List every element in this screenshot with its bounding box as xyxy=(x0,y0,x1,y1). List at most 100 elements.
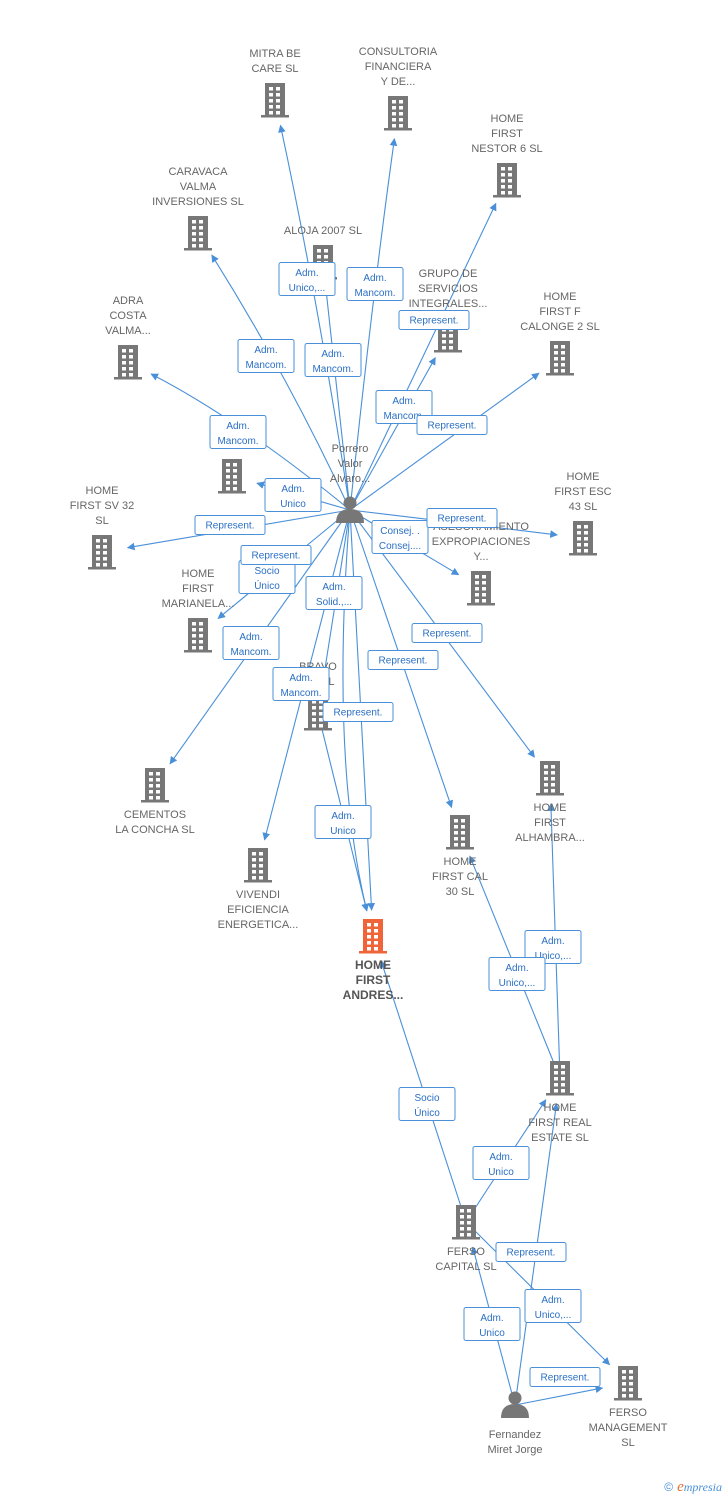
relation-badge-label: Represent. xyxy=(428,421,477,432)
relation-badge-label: Represent. xyxy=(410,316,459,327)
relation-badge[interactable]: Adm.Mancom. xyxy=(222,626,280,660)
node-vivendi-label: VIVENDI xyxy=(236,889,280,901)
relation-badge[interactable]: Adm.Mancom. xyxy=(304,343,362,377)
relation-badge-label: Adm. xyxy=(363,273,386,284)
relation-badge[interactable]: Adm.Unico xyxy=(314,805,372,839)
relation-badge[interactable]: Adm.Unico,... xyxy=(524,1289,582,1323)
node-nestor-label: NESTOR 6 SL xyxy=(471,143,542,155)
relation-badge-label: Mancom. xyxy=(217,436,258,447)
relation-badge-label: Adm. xyxy=(489,1152,512,1163)
node-calonge-label: FIRST F xyxy=(539,306,581,318)
building-icon xyxy=(546,1061,574,1096)
relation-badge-label: Mancom. xyxy=(280,688,321,699)
copyright-symbol: © xyxy=(664,1480,674,1494)
relation-badge-label: Unico,... xyxy=(289,283,326,294)
node-calonge[interactable]: HOME FIRST F CALONGE 2 SL xyxy=(520,291,600,376)
relation-badge-label: Unico xyxy=(479,1328,505,1339)
node-nestor-label: HOME xyxy=(491,113,524,125)
relation-badge[interactable]: Consej. . Consej.... xyxy=(371,520,429,554)
node-marianela-label: MARIANELA... xyxy=(162,598,235,610)
relation-badge-label: Adm. xyxy=(254,345,277,356)
node-calonge-label: CALONGE 2 SL xyxy=(520,321,599,333)
relation-badge-label: Mancom. xyxy=(230,647,271,658)
building-icon xyxy=(452,1205,480,1240)
empresia-brand[interactable]: ©empresia xyxy=(664,1479,722,1496)
building-icon xyxy=(536,761,564,796)
node-fernandez-label: Fernandez xyxy=(489,1429,542,1441)
building-icon xyxy=(114,345,142,380)
relation-badge[interactable]: Adm.Mancom. xyxy=(209,415,267,449)
relation-badge-label: Adm. xyxy=(480,1313,503,1324)
relation-badge[interactable]: Represent. xyxy=(529,1367,601,1387)
relation-badge-label: Consej.... xyxy=(379,541,421,552)
node-porrero[interactable]: PorreroValorAlvaro... xyxy=(330,443,370,523)
building-icon xyxy=(141,768,169,803)
relation-badge[interactable]: Represent. xyxy=(194,515,266,535)
relation-badge[interactable]: Represent. xyxy=(495,1242,567,1262)
relation-badge-label: Solid.,... xyxy=(316,597,352,608)
relation-badge-label: Consej. . xyxy=(380,526,419,537)
relation-badge-label: Socio xyxy=(414,1093,439,1104)
relation-badge[interactable]: Represent. xyxy=(367,650,439,670)
relation-badge-label: Unico xyxy=(280,499,306,510)
relation-badge-label: Mancom. xyxy=(383,411,424,422)
relation-badge[interactable]: Adm.Mancom. xyxy=(272,667,330,701)
node-adra-label: VALMA... xyxy=(105,325,151,337)
relation-badge[interactable]: Adm. Unico xyxy=(463,1307,521,1341)
node-caravaca-label: CARAVACA xyxy=(169,166,229,178)
node-adra[interactable]: ADRACOSTAVALMA... xyxy=(105,295,151,380)
building-icon xyxy=(359,919,387,954)
node-andres[interactable]: HOMEFIRSTANDRES... xyxy=(343,919,404,1002)
node-esc43-label: 43 SL xyxy=(569,501,598,513)
node-consultoria-label: Y DE... xyxy=(381,76,416,88)
building-icon xyxy=(384,96,412,131)
relation-badge[interactable]: Represent. xyxy=(398,310,470,330)
relation-badge[interactable]: Adm.Unico,... xyxy=(524,930,582,964)
relation-badge[interactable]: Adm. Solid.,... xyxy=(305,576,363,610)
relation-badge[interactable]: Adm.Unico xyxy=(264,478,322,512)
node-realestate-label: HOME xyxy=(544,1102,577,1114)
node-mitra-label: MITRA BE xyxy=(249,48,300,60)
node-alhambra[interactable]: HOMEFIRSTALHAMBRA... xyxy=(515,761,585,844)
relation-badge-label: Adm. xyxy=(505,963,528,974)
node-asesoramiento[interactable]: ASESORAMIENTOEXPROPIACIONESY... xyxy=(432,521,530,606)
relation-badge[interactable]: Adm.Mancom. xyxy=(346,267,404,301)
node-marianela-label: FIRST xyxy=(182,583,214,595)
relation-badge[interactable]: Adm.Unico xyxy=(472,1146,530,1180)
relation-badge-label: Represent. xyxy=(334,708,383,719)
relation-badge-label: Unico,... xyxy=(499,978,536,989)
person-icon xyxy=(336,496,364,523)
relation-badge[interactable]: Represent. xyxy=(411,623,483,643)
relation-badge[interactable]: Adm.Mancom. xyxy=(237,339,295,373)
node-sv32-label: SL xyxy=(95,515,108,527)
relation-badge[interactable]: Adm.Unico,... xyxy=(278,262,336,296)
node-marianela[interactable]: HOMEFIRSTMARIANELA... xyxy=(162,568,235,653)
node-calonge-label: HOME xyxy=(544,291,577,303)
node-vivendi[interactable]: VIVENDIEFICIENCIAENERGETICA... xyxy=(218,848,299,931)
node-fersocap-label: CAPITAL SL xyxy=(435,1261,496,1273)
relation-badge-label: Adm. xyxy=(322,582,345,593)
relation-badge-label: Adm. xyxy=(331,811,354,822)
relation-badge[interactable]: Represent. xyxy=(322,702,394,722)
edge-porrero-to-aloja xyxy=(322,287,351,511)
relation-badge-label: Adm. xyxy=(392,396,415,407)
relation-badge[interactable]: Adm. Unico,... xyxy=(488,957,546,991)
relation-badge[interactable]: Represent. xyxy=(426,508,498,528)
relation-badge[interactable]: Represent. xyxy=(416,415,488,435)
relation-badge-label: Represent. xyxy=(507,1248,556,1259)
relation-badge[interactable]: Represent. xyxy=(240,545,312,565)
